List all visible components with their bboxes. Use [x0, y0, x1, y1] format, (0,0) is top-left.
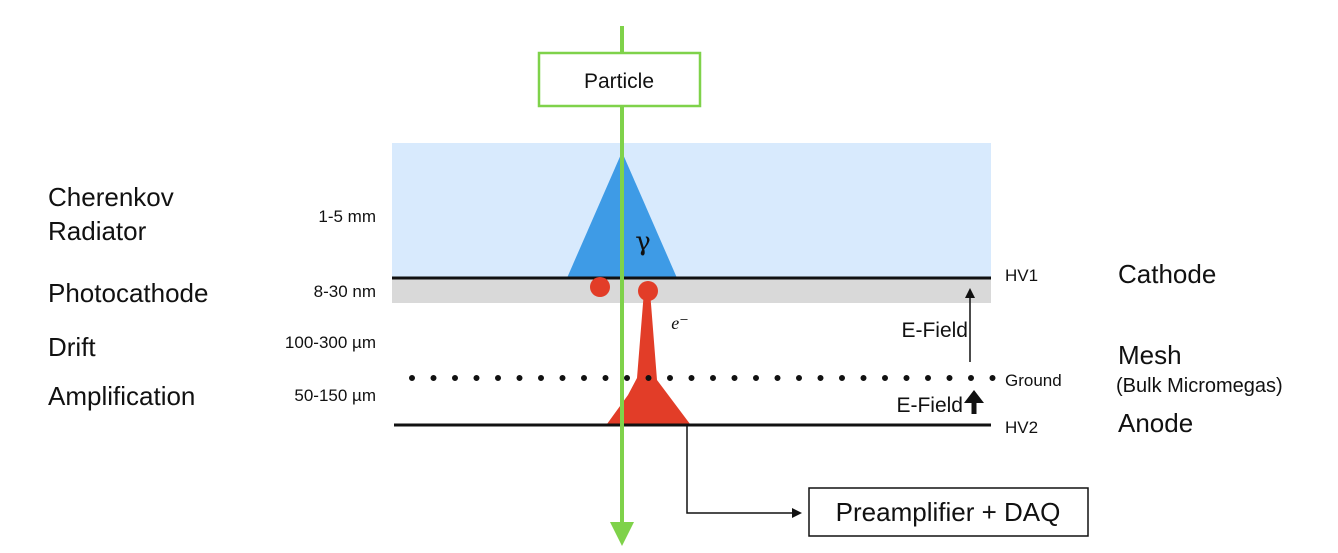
amplification-label: Amplification [48, 381, 195, 411]
radiator-label-line2: Radiator [48, 216, 147, 246]
mesh-label: Mesh [1118, 340, 1182, 370]
hv1-label: HV1 [1005, 266, 1038, 285]
photoelectron-right [638, 281, 658, 301]
radiator-label-line1: Cherenkov [48, 182, 174, 212]
readout-label: Preamplifier + DAQ [836, 497, 1061, 527]
mesh-sublabel: (Bulk Micromegas) [1116, 375, 1283, 397]
radiator-thickness: 1-5 mm [318, 207, 376, 226]
ground-label: Ground [1005, 371, 1062, 390]
electron-avalanche [607, 291, 690, 424]
photocathode-layer [392, 278, 991, 303]
readout-box [808, 487, 1089, 537]
drift-label: Drift [48, 332, 96, 362]
radiator-layer [392, 143, 991, 278]
electron-symbol: e⁻ [671, 313, 689, 333]
particle-box [537, 51, 702, 108]
photocathode-label: Photocathode [48, 278, 208, 308]
amplification-thickness: 50-150 µm [294, 386, 376, 405]
photoelectron-left [590, 277, 610, 297]
anode-label: Anode [1118, 408, 1193, 438]
photon-symbol: γ [635, 227, 651, 257]
radiator-label: Cherenkov Radiator [48, 182, 181, 246]
cathode-label: Cathode [1118, 259, 1216, 289]
drift-thickness: 100-300 µm [285, 333, 376, 352]
photocathode-thickness: 8-30 nm [314, 282, 376, 301]
drift-field-label: E-Field [901, 319, 968, 342]
particle-arrowhead [610, 522, 634, 546]
hv2-label: HV2 [1005, 418, 1038, 437]
readout-wire [686, 425, 802, 518]
amplification-field-label: E-Field [896, 394, 963, 417]
particle-label: Particle [584, 70, 654, 93]
amplification-field-arrowhead [964, 390, 984, 403]
